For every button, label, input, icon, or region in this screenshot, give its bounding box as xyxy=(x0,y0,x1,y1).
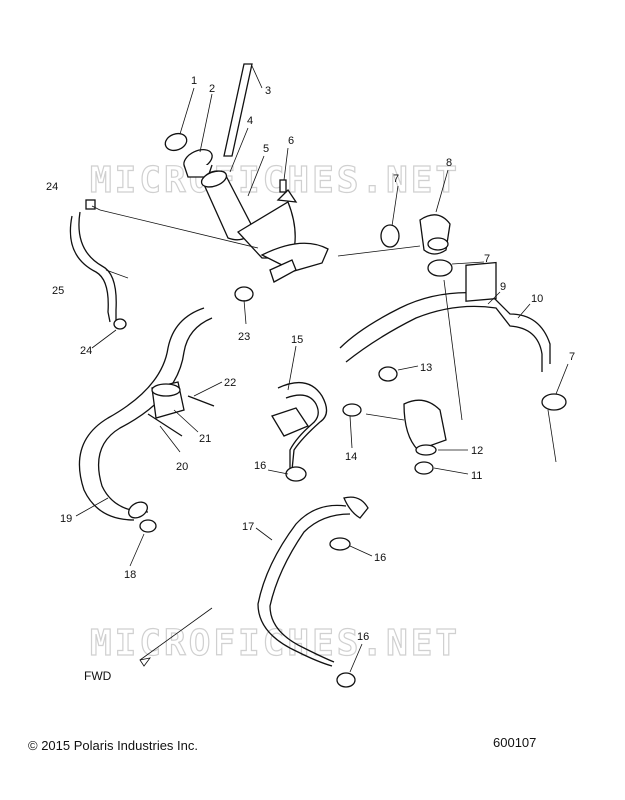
callout-12: 12 xyxy=(471,445,483,457)
part-clamp-16a xyxy=(285,466,307,482)
callouts: 1 2 3 4 5 6 7 8 7 9 10 7 24 25 24 23 22 … xyxy=(46,75,575,643)
callout-9: 9 xyxy=(500,281,506,293)
leader-lines xyxy=(75,65,569,673)
callout-6: 6 xyxy=(288,135,294,147)
callout-16a: 16 xyxy=(254,460,266,472)
part-vent-tube xyxy=(223,63,253,157)
watermark-top: MICROFICHES.NET xyxy=(90,160,460,201)
fwd-label: FWD xyxy=(84,669,112,683)
callout-16b: 16 xyxy=(374,552,386,564)
callout-10: 10 xyxy=(531,293,543,305)
part-clamp-13 xyxy=(378,366,398,382)
callout-17: 17 xyxy=(242,521,254,533)
part-clamp-18 xyxy=(139,519,157,533)
part-coupler xyxy=(151,381,185,419)
drawing-number: 600107 xyxy=(493,735,537,750)
callout-7a: 7 xyxy=(393,173,399,185)
part-thermostat-11 xyxy=(414,461,434,475)
part-clamp-23 xyxy=(234,286,254,302)
part-upper-hose xyxy=(339,261,551,372)
callout-18: 18 xyxy=(124,569,136,581)
callout-19: 19 xyxy=(60,513,72,525)
callout-24b: 24 xyxy=(80,345,92,357)
part-clamp-16b xyxy=(329,537,351,551)
copyright-text: © 2015 Polaris Industries Inc. xyxy=(28,738,198,753)
part-clamp-mid xyxy=(427,259,453,277)
part-coolant-pipe xyxy=(257,496,369,667)
callout-11: 11 xyxy=(471,470,482,482)
part-bleed-screw xyxy=(279,179,287,193)
part-clamp-20 xyxy=(147,413,183,437)
part-neck-outlet xyxy=(269,259,297,283)
callout-20: 20 xyxy=(176,461,188,473)
callout-3: 3 xyxy=(265,85,271,97)
callout-16c: 16 xyxy=(357,631,369,643)
part-gasket-12 xyxy=(415,444,437,456)
callout-5: 5 xyxy=(263,143,269,155)
callout-13: 13 xyxy=(420,362,432,374)
callout-15: 15 xyxy=(291,334,303,346)
callout-23: 23 xyxy=(238,331,250,343)
part-small-hose xyxy=(69,199,127,330)
part-filler-neck xyxy=(200,170,329,272)
part-clamp-top xyxy=(380,224,400,248)
part-band-22 xyxy=(187,395,215,407)
part-bypass-hose xyxy=(271,381,328,471)
part-clamp-14 xyxy=(342,403,362,417)
callout-24a: 24 xyxy=(46,181,58,193)
callout-22: 22 xyxy=(224,377,236,389)
callout-8: 8 xyxy=(446,157,452,169)
callout-7c: 7 xyxy=(569,351,575,363)
callout-4: 4 xyxy=(247,115,253,127)
watermark-bottom: MICROFICHES.NET xyxy=(90,623,460,664)
part-lower-hose xyxy=(78,307,213,521)
part-clamp-16c xyxy=(336,672,356,688)
callout-2: 2 xyxy=(209,83,215,95)
part-o-ring xyxy=(164,132,188,152)
callout-25: 25 xyxy=(52,285,64,297)
callout-7b: 7 xyxy=(484,253,490,265)
part-elbow-fitting xyxy=(419,214,451,255)
part-radiator-cap xyxy=(183,149,213,178)
callout-14: 14 xyxy=(345,451,357,463)
part-thermostat-housing xyxy=(403,399,447,451)
callout-1: 1 xyxy=(191,75,197,87)
part-clamp-right xyxy=(541,393,567,411)
callout-21: 21 xyxy=(199,433,211,445)
